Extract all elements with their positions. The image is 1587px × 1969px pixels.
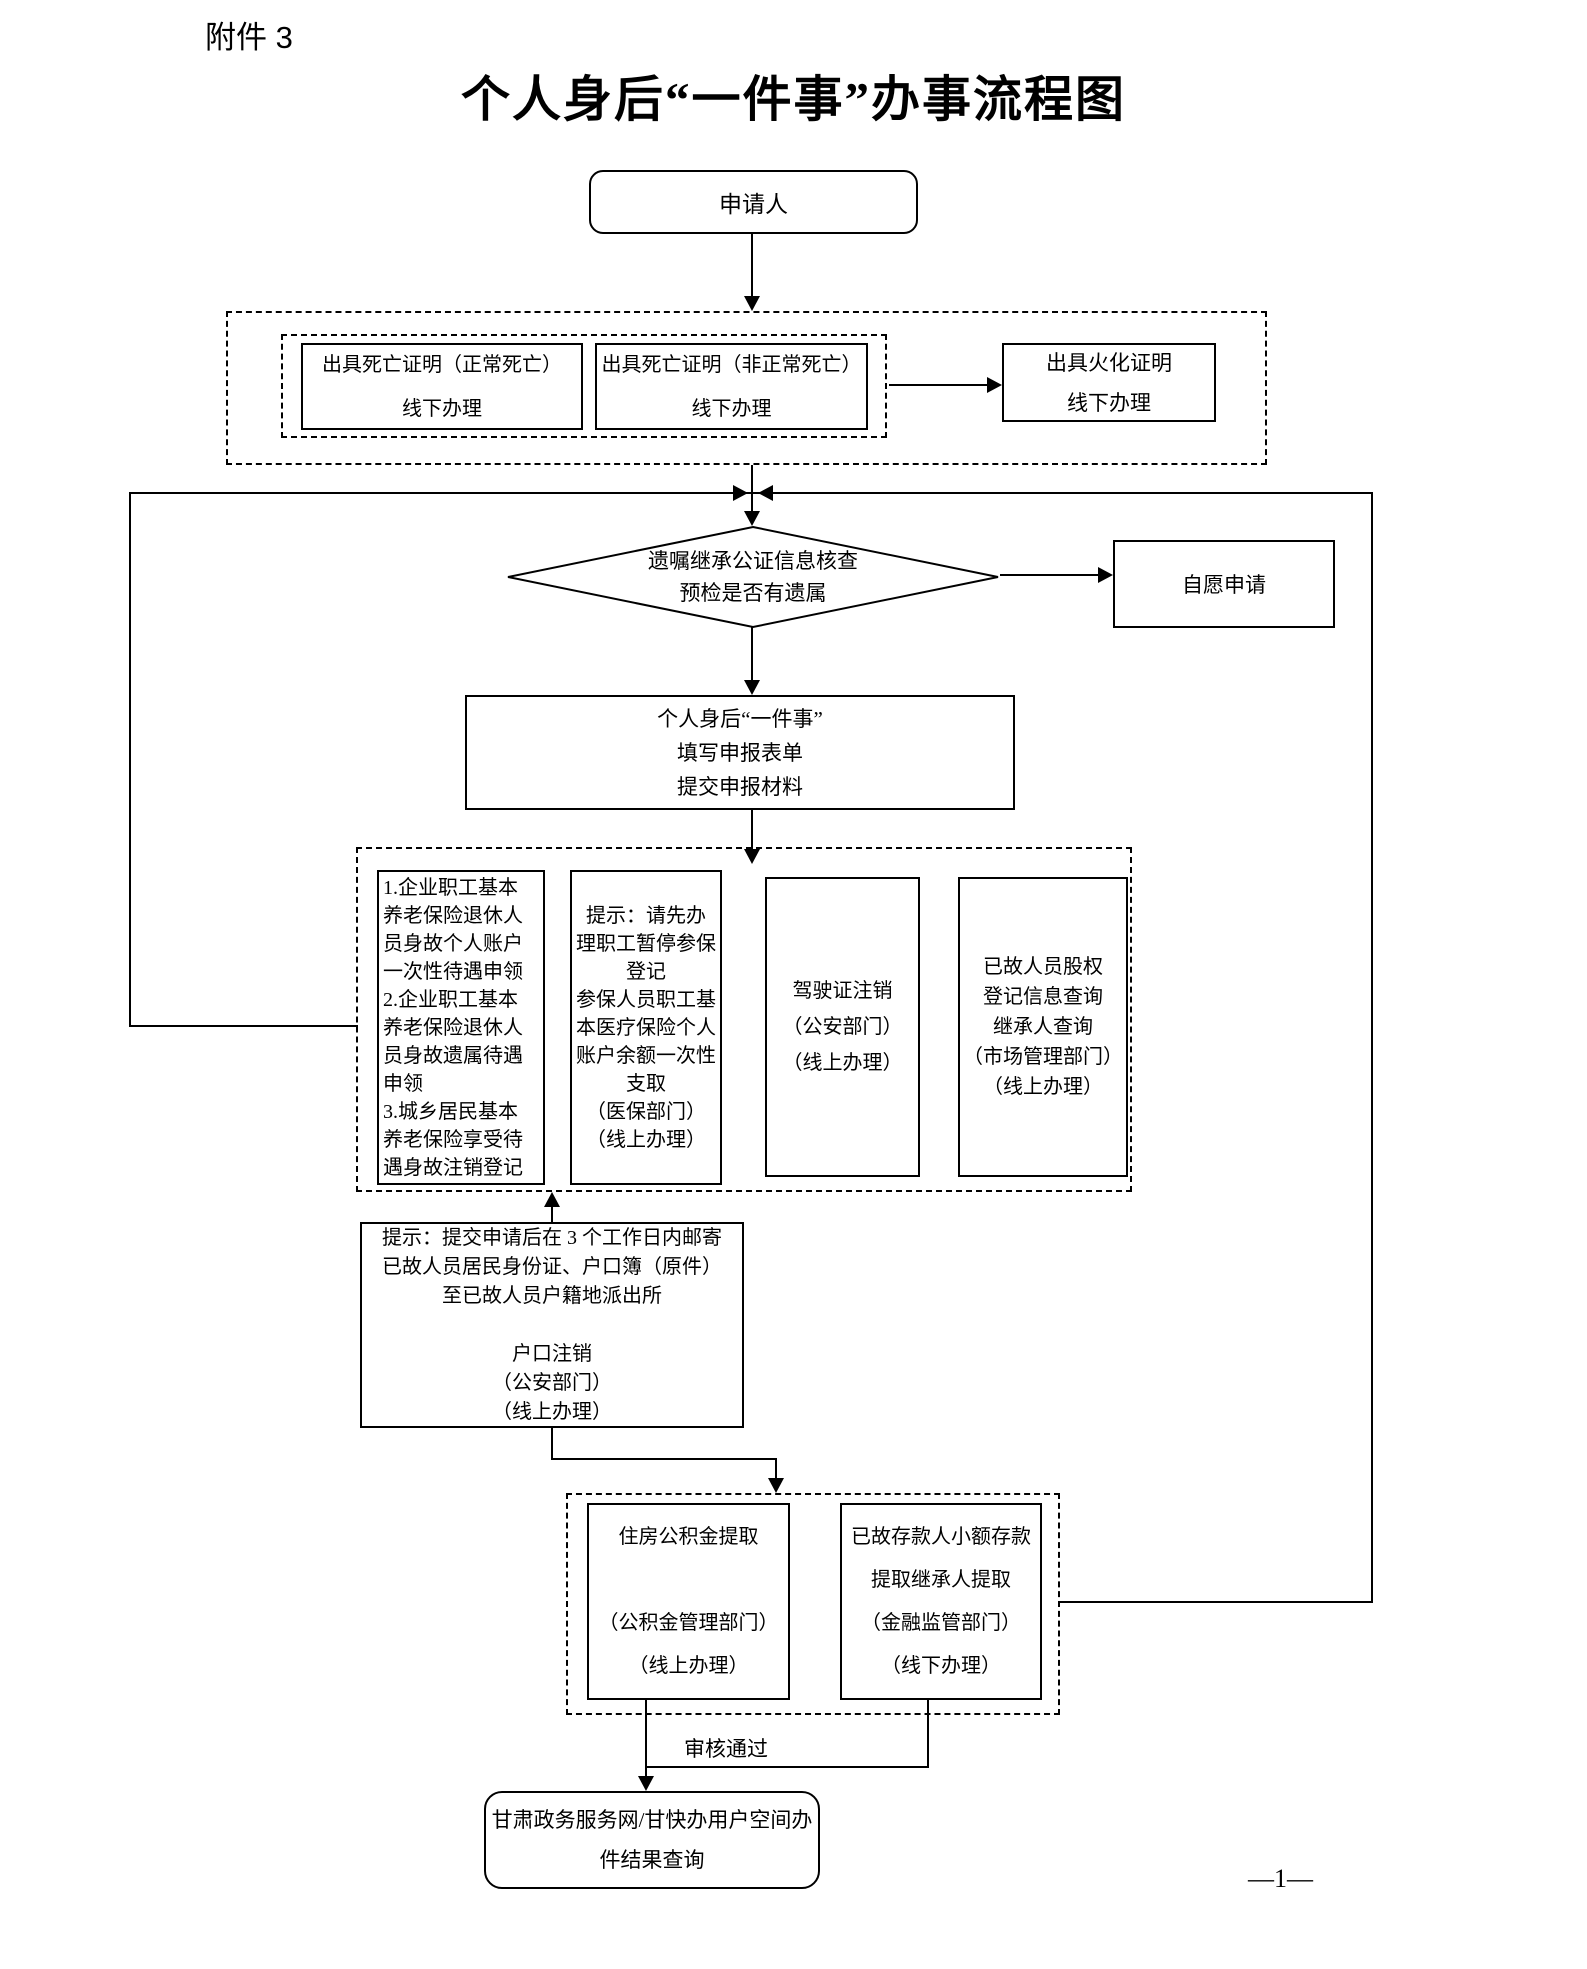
connector-junction-to-decision — [751, 492, 753, 514]
node-deposit-withdraw: 已故存款人小额存款 提取继承人提取 （金融监管部门） （线下办理） — [840, 1503, 1042, 1700]
decision-diamond-shape — [507, 525, 999, 629]
node-applicant: 申请人 — [589, 170, 918, 234]
connector-decision-to-voluntary — [1000, 574, 1101, 576]
group-fund-deposit — [566, 1493, 1060, 1715]
connector-left-feedback-vertical — [129, 492, 131, 1027]
arrowhead-junction-from-left — [733, 485, 748, 501]
connector-hukou-down — [551, 1428, 553, 1460]
connector-right-feedback-vertical — [1371, 492, 1373, 1603]
node-hukou-cancel: 提示：提交申请后在 3 个工作日内邮寄 已故人员居民身份证、户口簿（原件） 至已… — [360, 1222, 744, 1428]
arrowhead-into-voluntary — [1098, 567, 1113, 583]
node-driver-license: 驾驶证注销 （公安部门） （线上办理） — [765, 877, 920, 1177]
group-online-services — [356, 847, 1132, 1192]
node-housing-fund: 住房公积金提取 （公积金管理部门） （线上办理） — [587, 1503, 790, 1700]
group-certificates-outer — [226, 311, 1267, 465]
connector-right-feedback-horizontal — [1060, 1601, 1373, 1603]
connector-declare-to-services — [751, 810, 753, 850]
connector-into-housing — [775, 1458, 777, 1480]
node-medical-insurance: 提示：请先办 理职工暂停参保 登记 参保人员职工基 本医疗保险个人 账户余额一次… — [570, 870, 722, 1185]
review-pass-label: 审核通过 — [680, 1733, 772, 1763]
arrowhead-into-declare — [744, 680, 760, 695]
page-title: 个人身后“一件事”办事流程图 — [460, 72, 1126, 127]
node-voluntary-apply: 自愿申请 — [1113, 540, 1335, 628]
node-equity-inquiry: 已故人员股权 登记信息查询 继承人查询 （市场管理部门） （线上办理） — [958, 877, 1128, 1177]
group-death-certificates — [281, 334, 887, 438]
connector-review-horizontal — [645, 1766, 929, 1768]
connector-left-feedback-horizontal — [129, 1025, 358, 1027]
connector-deathcert-to-cremation — [889, 384, 990, 386]
node-death-cert-normal: 出具死亡证明（正常死亡） 线下办理 — [301, 343, 583, 430]
arrowhead-into-housing — [768, 1478, 784, 1493]
node-result-query: 甘肃政务服务网/甘快办用户空间办 件结果查询 — [484, 1791, 820, 1889]
arrowhead-into-result — [638, 1776, 654, 1791]
connector-decision-to-declare — [751, 627, 753, 681]
connector-certsection-down — [751, 465, 753, 493]
node-cremation-cert: 出具火化证明 线下办理 — [1002, 343, 1216, 422]
page-number: —1— — [1248, 1864, 1313, 1893]
arrowhead-into-services — [744, 849, 760, 864]
arrowhead-into-decision — [744, 511, 760, 526]
attachment-label: 附件 3 — [205, 20, 293, 55]
arrowhead-hukou-up — [544, 1192, 560, 1207]
connector-hukou-up — [551, 1207, 553, 1222]
connector-hukou-elbow — [551, 1458, 777, 1460]
arrowhead-into-certsection — [744, 296, 760, 311]
arrowhead-into-cremation — [987, 377, 1002, 393]
node-pension-services: 1.企业职工基本 养老保险退休人 员身故个人账户 一次性待遇申领 2.企业职工基… — [377, 870, 545, 1185]
arrowhead-junction-from-right — [758, 485, 773, 501]
node-death-cert-abnormal: 出具死亡证明（非正常死亡） 线下办理 — [595, 343, 868, 430]
connector-housing-to-result — [645, 1700, 647, 1777]
node-declare: 个人身后“一件事” 填写申报表单 提交申报材料 — [465, 695, 1015, 810]
connector-applicant-down — [751, 234, 753, 300]
node-decision: 遗嘱继承公证信息核查 预检是否有遗属 — [648, 549, 858, 605]
connector-deposit-down — [927, 1700, 929, 1767]
